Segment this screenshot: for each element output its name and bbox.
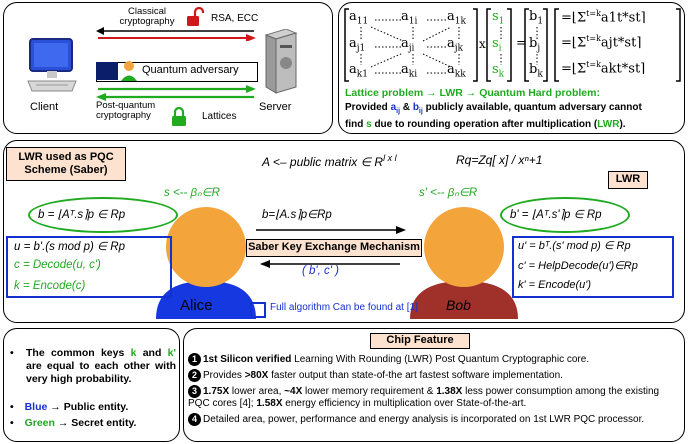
bob-k: k' = Encode(u') <box>518 279 591 291</box>
pq-arrows <box>96 85 256 101</box>
alice-c: c = Decode(u, c') <box>14 259 101 271</box>
s-vector: s1 si sk <box>492 9 505 80</box>
b-vector: b1 bj bk <box>529 9 544 80</box>
legend-blue-square <box>250 302 266 318</box>
middle-panel: A <– public matrix ∈ Rl x l Rq=Zq[ x] / … <box>3 140 685 323</box>
unlocked-padlock-icon <box>187 7 204 26</box>
alice-secret: s <-- βₙ∈R <box>164 187 220 199</box>
alice-b-oval <box>28 197 178 233</box>
pq-algo: Lattices <box>202 111 237 122</box>
client-label: Client <box>30 101 59 113</box>
top-left-panel: Client Server Classical cryptography RSA… <box>3 2 333 134</box>
alice-k: k = Encode(c) <box>14 280 86 292</box>
lattice-problem-title: Lattice problem → LWR → Quantum Hard pro… <box>345 87 600 99</box>
lwr-pqc-tag: LWR used as PQC Scheme (Saber) <box>6 147 126 181</box>
equals-sign: = <box>516 36 527 51</box>
bob-b: b' = ⌊Aᵀ.s'⌉p ∈ Rp <box>510 209 602 221</box>
adversary-person-icon <box>121 61 137 81</box>
adversary-label: Quantum adversary <box>142 64 239 76</box>
bob-u: u' = bᵀ.(s' mod p) ∈ Rp <box>518 240 631 252</box>
alice-b: b = ⌊Aᵀ.s⌉p ∈ Rp <box>38 209 126 221</box>
legend-text: Full algorithm Can be found at [1] <box>270 302 418 313</box>
lattice-problem-desc: Provided aij & bij publicly available, q… <box>345 102 642 130</box>
saber-title: Saber Key Exchange Mechanism <box>246 239 422 257</box>
lwr-tag: LWR <box>608 171 648 189</box>
classical-algos: RSA, ECC <box>211 13 259 24</box>
rq-def: Rq=Zq[ x] / xⁿ+1 <box>456 153 543 167</box>
msg-b-arrow <box>256 226 406 234</box>
client-computer-icon <box>27 38 77 92</box>
matrix-rain-icon <box>96 62 118 80</box>
bob-c: c' = HelpDecode(u')∈Rp <box>518 260 638 272</box>
public-matrix-def: A <– public matrix ∈ Rl x l <box>262 153 397 169</box>
locked-padlock-icon <box>172 107 186 126</box>
sum-rows: =⌊Σt=ka1t*st⌉ =⌊Σt=kajt*st⌉ =⌊Σt=kakt*st… <box>561 9 646 76</box>
matrix-brackets <box>344 8 681 82</box>
chip-feature-title: Chip Feature <box>370 333 470 349</box>
bob-b-oval <box>500 197 630 233</box>
alice-compute-box <box>6 236 172 298</box>
bob-avatar <box>410 207 518 319</box>
bob-secret: s' <-- βₙ∈R <box>419 187 478 199</box>
classical-arrows <box>96 27 256 41</box>
green-legend: • Green → Secret entity. <box>10 417 137 429</box>
server-icon <box>264 29 298 94</box>
pq-label: Post-quantum cryptography <box>96 100 156 121</box>
top-right-panel: a11 a1i a1k aj1 aji ajk ak1 aki akk x s1… <box>338 2 685 134</box>
server-label: Server <box>259 101 292 113</box>
msg-back-arrow <box>260 260 400 268</box>
alice-avatar <box>156 207 256 319</box>
common-keys-note: • The common keys k and k' are equal to … <box>10 347 177 385</box>
bob-compute-box <box>512 236 674 298</box>
classical-label: Classical cryptography <box>119 6 175 27</box>
blue-legend: • Blue → Public entity. <box>10 401 129 413</box>
msg-back: ( b', c' ) <box>302 265 339 277</box>
alice-u: u = b'.(s mod p) ∈ Rp <box>14 241 125 253</box>
alice-name: Alice <box>180 297 213 314</box>
bob-name: Bob <box>446 297 471 313</box>
times-sign: x <box>479 37 486 51</box>
bottom-left-panel: • The common keys k and k' are equal to … <box>3 328 180 442</box>
msg-b: b=⌊A.s⌉p∈Rp <box>262 209 332 221</box>
